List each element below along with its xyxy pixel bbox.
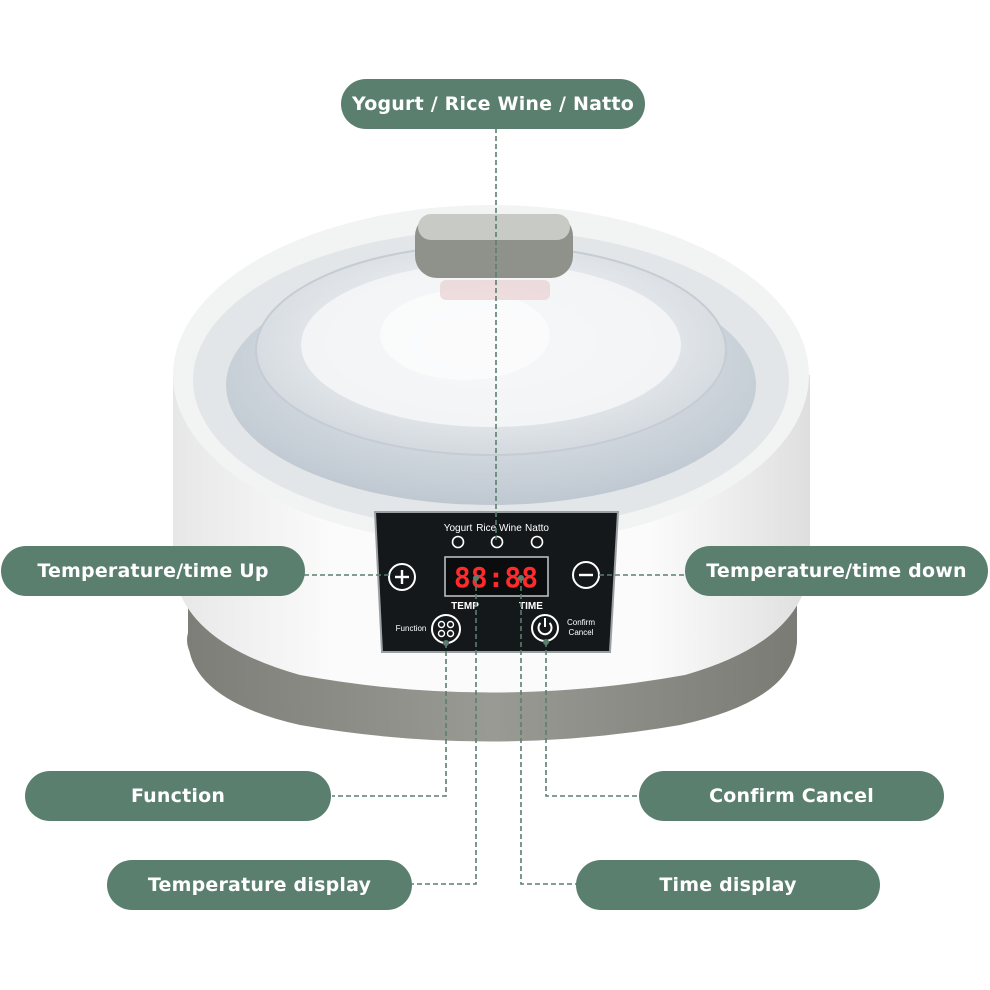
cancel-panel-label: Cancel [569,628,594,637]
label-function: Function [25,771,331,821]
leader-function [332,643,447,797]
temp-label: TEMP [451,601,479,612]
led-display-digits: 88:88 [454,561,538,594]
mode-label-rice-wine: Rice Wine [476,523,522,534]
natto-indicator [530,535,544,549]
lid-handle [415,214,573,300]
leader-temp [412,578,477,885]
label-temperature-display: Temperature display [107,860,412,910]
mode-label-natto: Natto [525,523,549,534]
leader-confirm [545,642,640,797]
rice-wine-indicator [490,535,504,549]
label-confirm-cancel: Confirm Cancel [639,771,944,821]
mode-label-yogurt: Yogurt [444,523,473,534]
label-temperature-time-down: Temperature/time down [685,546,988,596]
function-panel-label: Function [396,624,427,633]
transparent-lid [226,244,756,505]
label-time-display: Time display [576,860,880,910]
plus-button-icon[interactable] [388,563,416,591]
anchor-dots [443,575,549,646]
time-label: TIME [519,601,543,612]
led-display-frame [444,556,549,597]
leader-time [520,578,578,885]
leader-lines [304,128,686,885]
label-temperature-time-up: Temperature/time Up [1,546,305,596]
confirm-panel-label: Confirm [567,618,595,627]
yogurt-indicator [451,535,465,549]
label-yogurt-rice-wine-natto: Yogurt / Rice Wine / Natto [341,79,645,129]
